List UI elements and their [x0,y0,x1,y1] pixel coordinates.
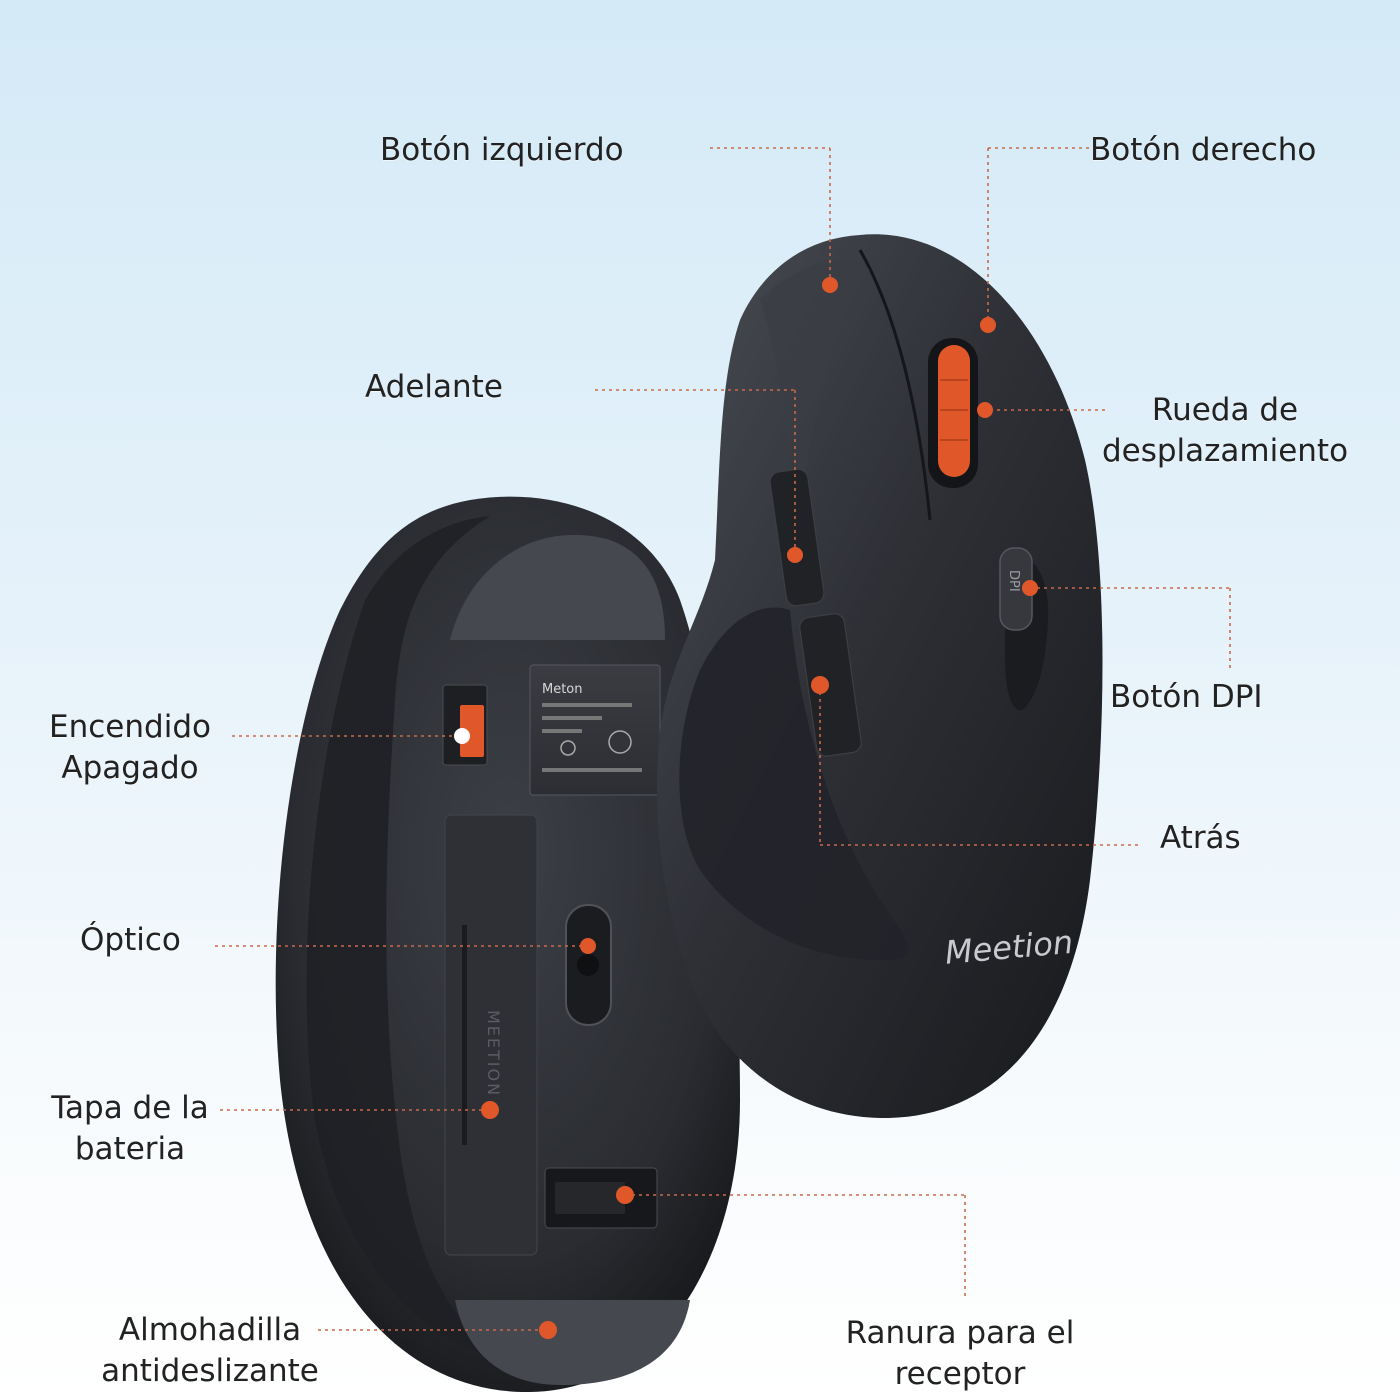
dot-receiver [616,1186,634,1204]
dot-forward [787,547,803,563]
dot-back [811,676,829,694]
sticker-line [542,729,582,733]
leader-lines [215,147,1231,1331]
cert-mark [560,740,576,756]
label-receiver-slot-line1: Ranura para el [845,1315,1075,1351]
sticker-brand: Meton [542,682,583,697]
label-right-button: Botón derecho [1090,132,1317,168]
label-dpi-button: Botón DPI [1110,679,1263,715]
forward-button[interactable] [769,468,825,607]
battery-cover[interactable] [444,814,538,1256]
label-scroll-wheel-line1: Rueda de [1151,392,1299,428]
label-receiver-slot: Ranura para el receptor [820,1313,1100,1395]
label-anti-slip-pad: Almohadilla antideslizante [90,1310,330,1392]
label-battery-cover: Tapa de la bateria [30,1088,230,1170]
optical-sensor-lens [577,954,599,976]
label-receiver-slot-line2: receptor [894,1356,1026,1392]
mouse-bottom-view: Meton MEETION [275,496,740,1393]
battery-cover-groove [462,925,467,1145]
power-switch-knob[interactable] [460,705,484,757]
mouse-top-view: DPI Meetion [656,234,1103,1119]
top-button-split [858,249,932,521]
label-scroll-wheel: Rueda de desplazamiento [1080,390,1370,472]
back-button[interactable] [798,612,862,757]
anti-slip-pad-top [450,534,665,640]
left-button-shading [760,260,870,520]
dot-pad [539,1321,557,1339]
label-optical: Óptico [80,922,181,958]
callout-dots [454,277,1038,1339]
sticker-line [542,716,602,720]
dot-battery [481,1101,499,1119]
label-anti-slip-pad-line2: antideslizante [101,1353,319,1389]
label-forward: Adelante [365,369,503,405]
dot-power [454,728,470,744]
label-battery-cover-line1: Tapa de la [51,1090,209,1126]
dot-scroll [977,402,993,418]
dot-dpi [1022,580,1038,596]
dot-right-button [980,317,996,333]
label-scroll-wheel-line2: desplazamiento [1101,433,1349,469]
label-power-line2: Apagado [61,750,199,786]
dpi-button-text: DPI [1006,570,1021,592]
label-power-line1: Encendido [49,709,211,745]
label-anti-slip-pad-line1: Almohadilla [118,1312,302,1348]
sticker-line [542,768,642,772]
cert-mark [608,730,632,754]
anti-slip-pad-bottom [455,1300,690,1385]
thumb-rest [679,607,909,960]
sticker-line [542,703,632,707]
receiver-slot-inner [555,1182,625,1214]
dot-optical [580,938,596,954]
label-left-button: Botón izquierdo [380,132,624,168]
label-battery-cover-line2: bateria [74,1131,186,1167]
dot-left-button [822,277,838,293]
battery-cover-mark: MEETION [484,1010,503,1097]
label-back: Atrás [1160,820,1241,856]
mouse-bottom-rim [306,516,500,1360]
label-power: Encendido Apagado [30,707,230,789]
